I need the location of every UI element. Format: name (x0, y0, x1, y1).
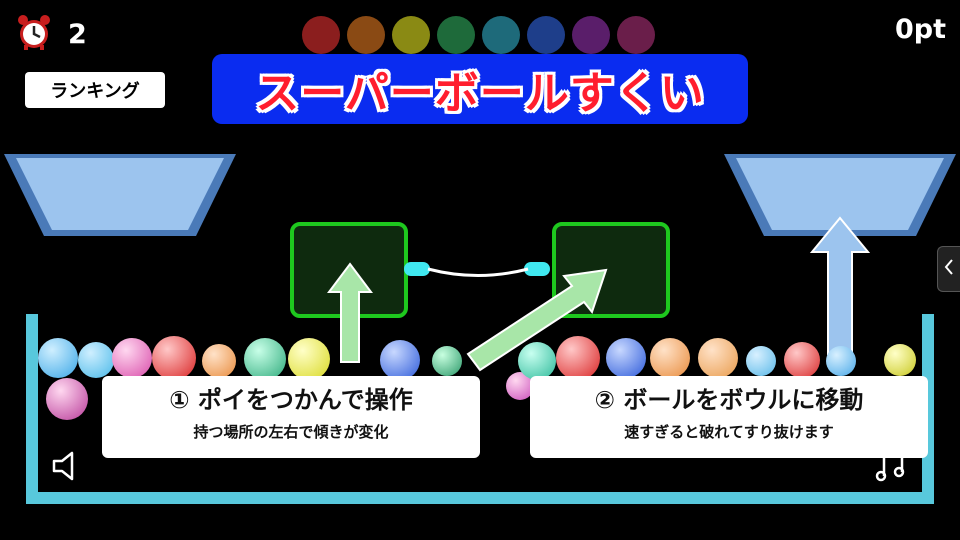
ball (244, 338, 286, 380)
instruction-panel-1: ① ポイをつかんで操作 持つ場所の左右で傾きが変化 (102, 376, 480, 458)
ball (380, 340, 420, 380)
chevron-left-icon (943, 258, 955, 280)
ball (288, 338, 330, 380)
arrow-up-left-hint (327, 262, 373, 363)
collected-slot (347, 16, 385, 54)
ball (38, 338, 78, 378)
ranking-button[interactable]: ランキング (25, 72, 165, 108)
ball (650, 338, 690, 378)
poi-handle (404, 262, 550, 277)
ball (884, 344, 916, 376)
music-note-icon (872, 448, 908, 488)
ball (826, 346, 856, 376)
timer: 2 (14, 12, 87, 56)
ball (46, 378, 88, 420)
ball (432, 346, 462, 376)
sound-toggle-button[interactable] (46, 448, 86, 488)
instruction-subtitle: 持つ場所の左右で傾きが変化 (193, 423, 389, 441)
instruction-title: ② ボールをボウルに移動 (594, 386, 864, 414)
ball (556, 336, 600, 380)
collected-slot (392, 16, 430, 54)
collected-slot (572, 16, 610, 54)
collected-ball-slots (302, 16, 662, 56)
score: 0pt (894, 14, 946, 45)
collected-slot (302, 16, 340, 54)
ball (784, 342, 820, 378)
title-banner: スーパーボールすくい (212, 54, 748, 124)
instruction-subtitle: 速すぎると破れてすり抜けます (624, 423, 834, 441)
ball (606, 338, 646, 378)
right-bowl (724, 154, 956, 236)
ball (112, 338, 152, 378)
tank-left-wall (26, 314, 38, 504)
left-bowl (4, 154, 236, 236)
collected-slot (482, 16, 520, 54)
instruction-panel-2: ② ボールをボウルに移動 速すぎると破れてすり抜けます (530, 376, 928, 458)
arrow-diagonal-hint (466, 268, 608, 372)
instruction-title: ① ポイをつかんで操作 (169, 386, 413, 414)
ball (698, 338, 738, 378)
ball (152, 336, 196, 380)
collected-slot (437, 16, 475, 54)
side-panel-tab[interactable] (937, 246, 960, 292)
game-title: スーパーボールすくい (255, 68, 705, 119)
timer-count: 2 (68, 18, 87, 50)
ball (202, 344, 236, 378)
speaker-icon (48, 448, 84, 488)
ball (78, 342, 114, 378)
ball (518, 342, 556, 380)
alarm-clock-icon (14, 12, 54, 56)
collected-slot (617, 16, 655, 54)
ball (746, 346, 776, 376)
music-toggle-button[interactable] (870, 448, 910, 488)
tank-bottom (26, 492, 934, 504)
collected-slot (527, 16, 565, 54)
